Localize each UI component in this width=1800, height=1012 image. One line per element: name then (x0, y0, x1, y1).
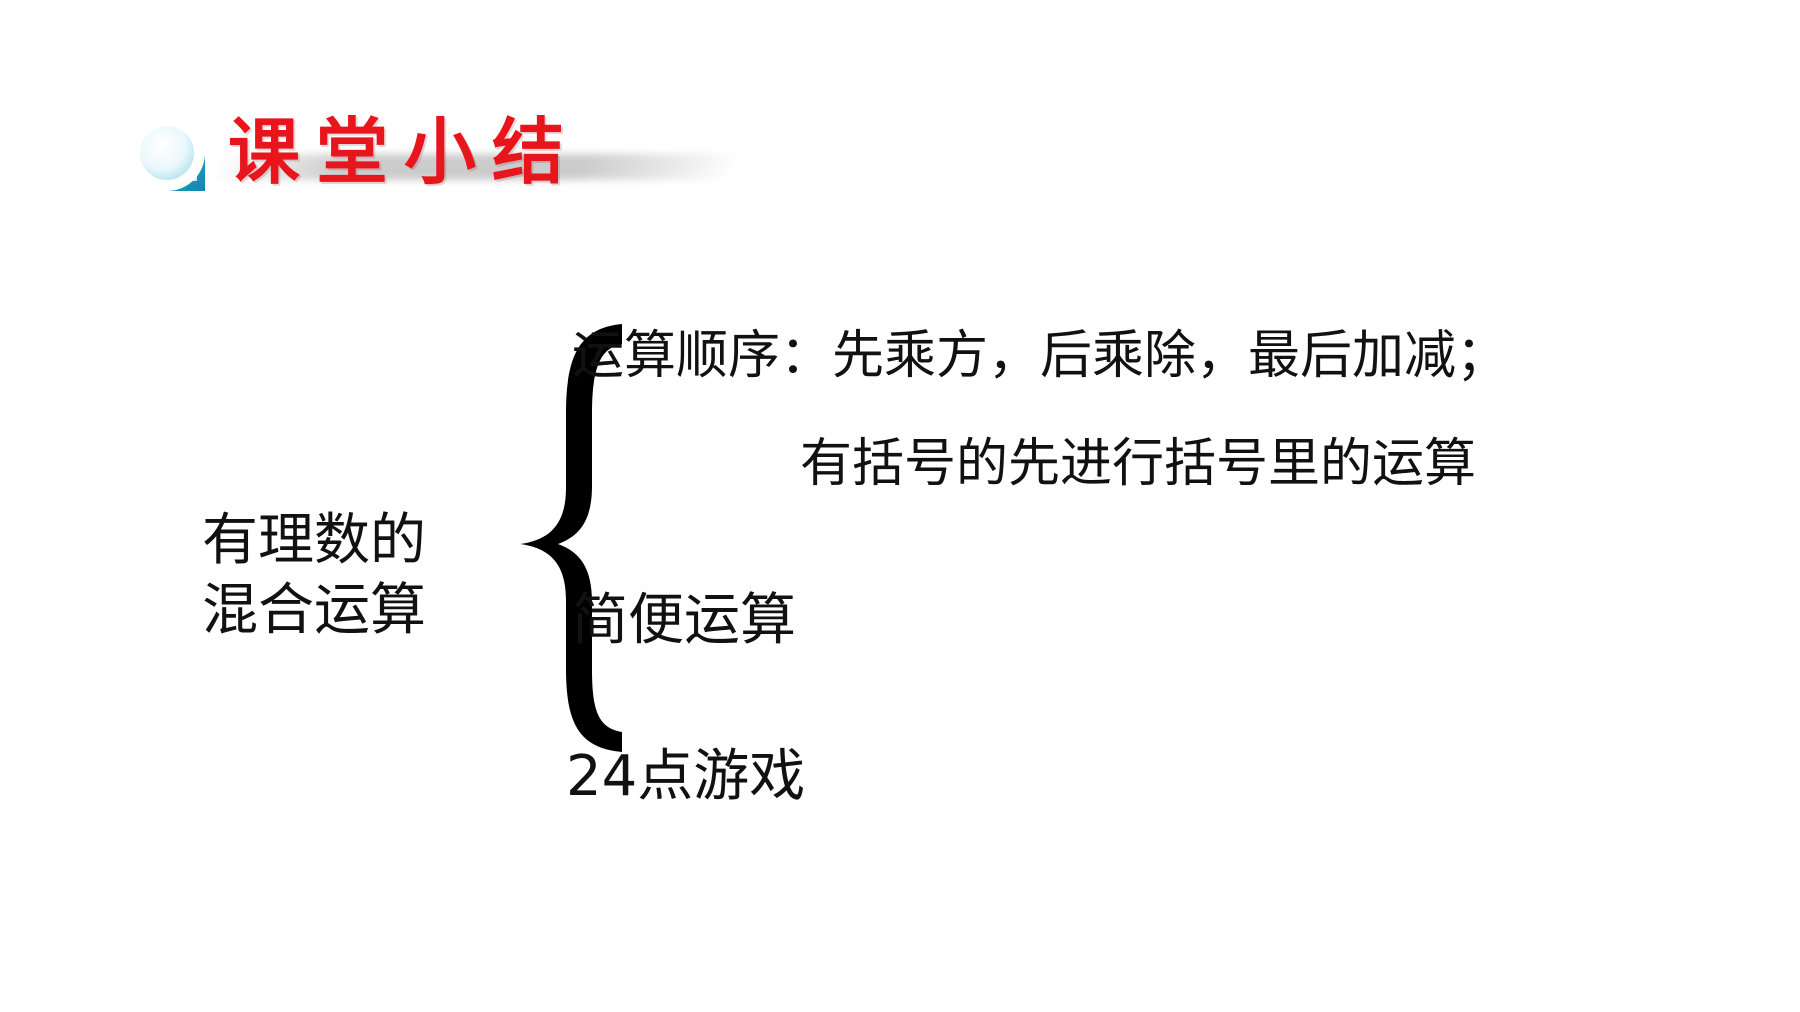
section-header: 课堂小结 (124, 108, 744, 198)
topic-line-1: 有理数的 (202, 508, 426, 573)
order-rule-line-1: 运算顺序：先乘方，后乘除，最后加减； (572, 326, 1509, 386)
curly-brace (520, 324, 622, 752)
magnifier-icon (129, 115, 205, 191)
topic-line-2: 混合运算 (202, 578, 426, 643)
topic-label: 有理数的 混合运算 (202, 506, 426, 646)
order-rule-line-2: 有括号的先进行括号里的运算 (800, 434, 1477, 494)
game-24-item: 24点游戏 (566, 744, 806, 809)
page-title: 课堂小结 (228, 110, 581, 194)
simplified-calculation-item: 简便运算 (572, 588, 796, 653)
